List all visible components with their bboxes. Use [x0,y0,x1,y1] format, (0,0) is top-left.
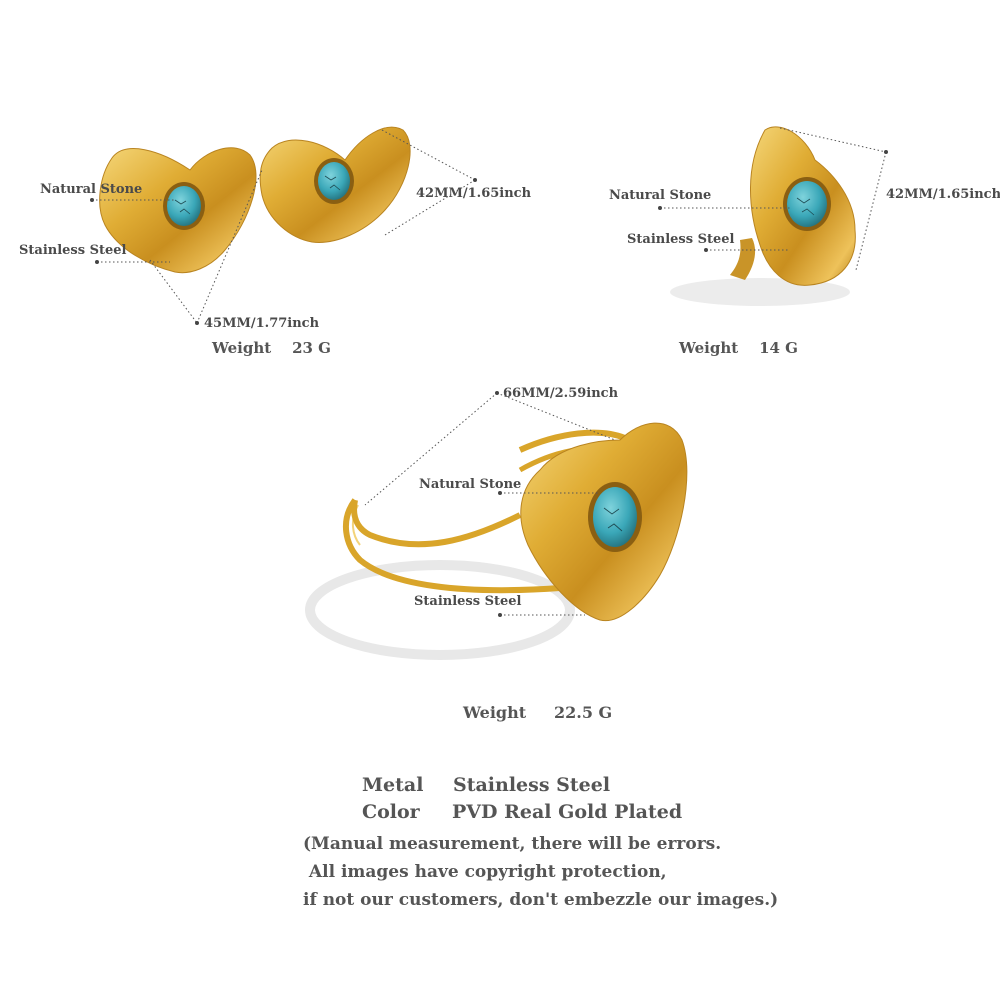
bracelet-weight: Weight 22.5 G [463,703,612,722]
ring-weight-label: Weight [679,339,739,357]
ring-weight-value: 14 G [759,339,798,357]
note-line-1: (Manual measurement, there will be error… [303,834,722,854]
earring-width-measure: 45MM/1.77inch [204,316,320,331]
bracelet-weight-label: Weight [463,703,527,722]
leader-lines [92,127,887,616]
spec-color-label: Color [362,801,420,823]
spec-color-value: PVD Real Gold Plated [452,801,683,823]
bracelet-steel-label: Stainless Steel [414,594,522,609]
earring-weight-value: 23 G [292,339,331,357]
leader-dots [90,150,888,617]
earring-weight-label: Weight [212,339,272,357]
ring-weight: Weight 14 G [679,339,798,357]
ring-stone-label: Natural Stone [609,188,712,203]
ring-height-measure: 42MM/1.65inch [886,187,1000,202]
earring-left-image [99,147,257,274]
bracelet-length-measure: 66MM/2.59inch [503,386,619,401]
earring-weight: Weight 23 G [212,339,331,357]
spec-metal-value: Stainless Steel [453,774,611,796]
bracelet-weight-value: 22.5 G [554,703,613,722]
bracelet-stone-label: Natural Stone [419,477,522,492]
earring-steel-label: Stainless Steel [19,243,127,258]
note-line-2: All images have copyright protection, [303,862,667,882]
earring-stone-label: Natural Stone [40,182,143,197]
ring-image [670,126,856,306]
earring-right-image [259,126,411,243]
earring-height-measure: 42MM/1.65inch [416,186,532,201]
ring-steel-label: Stainless Steel [627,232,735,247]
note-line-3: if not our customers, don't embezzle our… [303,890,779,910]
bracelet-image [305,422,688,660]
spec-metal-label: Metal [362,774,424,796]
